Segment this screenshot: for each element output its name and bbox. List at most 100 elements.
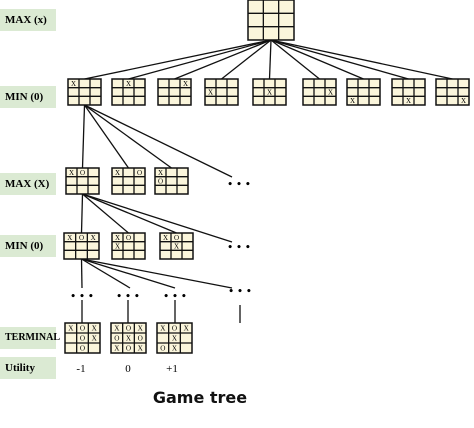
level-label-min-0-top: MIN (0) (0, 86, 56, 108)
tree-edge (268, 39, 272, 80)
level-label-max-x: MAX (x) (0, 9, 56, 31)
level1-board: X (391, 78, 426, 106)
tree-edge (82, 193, 233, 243)
level1-board: X (111, 78, 146, 106)
board-mark: O (80, 335, 85, 343)
level1-board: X (252, 78, 287, 106)
tree-edge (84, 104, 233, 178)
ellipsis-branch: • • • (163, 292, 187, 302)
tree-edge (270, 39, 364, 80)
board-mark: X (115, 169, 120, 177)
board-mark: O (80, 325, 85, 333)
board-mark: X (267, 89, 272, 97)
ellipsis-level3: • • • (227, 243, 251, 253)
board-mark: X (115, 234, 120, 242)
tree-edge (83, 104, 130, 169)
tree-edge (81, 258, 233, 289)
board-mark: O (138, 335, 143, 343)
board-mark: X (350, 97, 355, 105)
level1-board: X (302, 78, 337, 106)
board-mark: O (160, 345, 165, 353)
level1-board: X (435, 78, 470, 106)
board-mark: X (172, 345, 178, 353)
board-mark: X (184, 325, 190, 333)
board-mark: O (126, 325, 131, 333)
board-mark: X (92, 325, 98, 333)
board-mark: X (126, 335, 132, 343)
board-mark: X (174, 243, 179, 251)
board-mark: X (69, 169, 74, 177)
utility-value: +1 (166, 363, 178, 375)
board-mark: X (114, 325, 120, 333)
utility-value: -1 (76, 363, 86, 375)
level1-board: X (157, 78, 192, 106)
level-label-terminal: TERMINAL (0, 327, 60, 349)
board-mark: X (138, 325, 144, 333)
ellipsis-branch: • • • (116, 292, 140, 302)
tree-edge (80, 193, 84, 234)
board-mark: O (172, 325, 177, 333)
root-board (247, 0, 295, 41)
tree-edge (82, 193, 177, 234)
level-label-max-X: MAX (X) (0, 173, 56, 195)
board-mark: X (138, 345, 144, 353)
board-mark: X (114, 345, 120, 353)
board-mark: O (126, 234, 131, 242)
board-mark: X (67, 234, 72, 242)
board-mark: X (328, 89, 333, 97)
diagram-caption: Game tree (152, 388, 248, 407)
board-mark: X (71, 80, 76, 88)
tree-edge (270, 39, 453, 80)
board-mark: O (137, 169, 142, 177)
board-mark: X (158, 169, 163, 177)
tree-edge (81, 258, 131, 289)
tree-edge (81, 258, 176, 289)
board-mark: X (160, 325, 166, 333)
ellipsis-branch: • • • (228, 287, 252, 297)
level1-board: X (204, 78, 239, 106)
board-mark: O (126, 345, 131, 353)
board-mark: X (461, 97, 466, 105)
tree-edge (80, 258, 83, 289)
board-mark: X (183, 80, 188, 88)
board-mark: O (80, 345, 85, 353)
board-mark: X (68, 325, 74, 333)
board-mark: O (114, 335, 119, 343)
tree-edges (80, 39, 453, 323)
board-mark: X (126, 80, 131, 88)
board-mark: O (158, 178, 163, 186)
tree-edge (84, 104, 172, 169)
utility-value: 0 (125, 363, 131, 375)
ellipsis-branch: • • • (70, 292, 94, 302)
board-mark: X (91, 234, 96, 242)
board-mark: X (163, 234, 168, 242)
tree-edge (128, 39, 272, 80)
board-mark: O (174, 234, 179, 242)
ellipsis-markers: • • • • • • • • • • • • • • • • • • (70, 180, 252, 302)
board-mark: X (92, 335, 98, 343)
level-label-utility: Utility (0, 357, 56, 379)
tree-edge (82, 193, 129, 234)
level-label-min-0-mid: MIN (0) (0, 235, 56, 257)
tree-edge (174, 39, 272, 80)
ellipsis-level2: • • • (227, 180, 251, 190)
board-mark: X (406, 97, 411, 105)
board-mark: X (115, 243, 120, 251)
board-mark: O (80, 169, 85, 177)
tree-edge (270, 39, 409, 80)
tree-edge (84, 39, 272, 80)
tree-edge (221, 39, 272, 80)
tree-edge (270, 39, 320, 80)
tree-edge (81, 104, 86, 169)
level2-board: XO (154, 167, 189, 195)
board-mark: X (208, 89, 213, 97)
